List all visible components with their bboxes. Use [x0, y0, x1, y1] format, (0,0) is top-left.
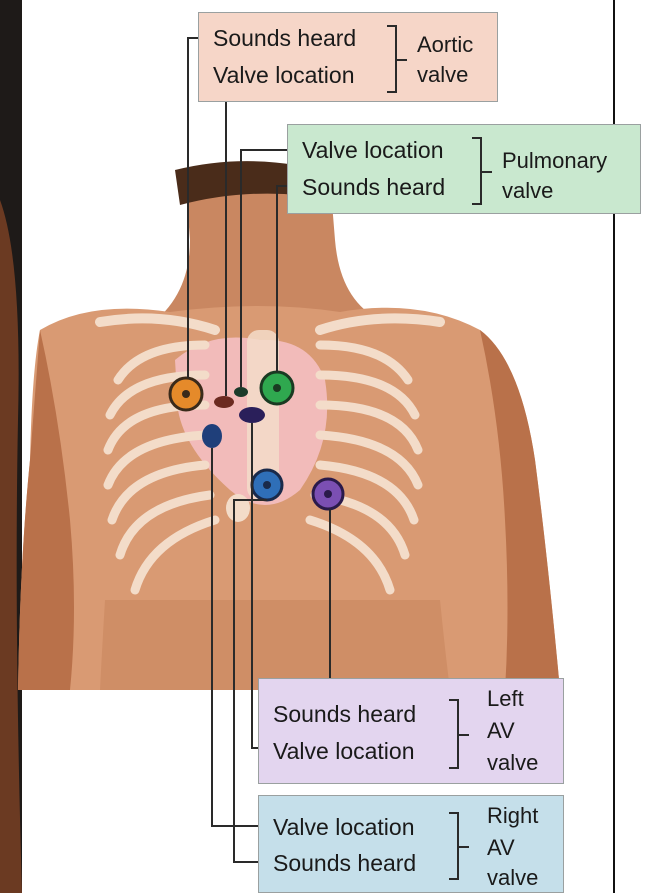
right-av-valve-name-line1: Right	[487, 802, 538, 830]
left-av-sounds-heard-label: Sounds heard	[273, 703, 416, 726]
pulmonary-valve-name-line2: valve	[502, 177, 553, 205]
left-av-valve-name-line1: Left	[487, 685, 524, 713]
aortic-valve-label-box: Sounds heard Valve location Aortic valve	[198, 12, 498, 102]
left-av-valve-name-line3: valve	[487, 749, 538, 777]
right-av-sounds-heard-label: Sounds heard	[273, 852, 416, 875]
right-av-valve-location-label: Valve location	[273, 816, 415, 839]
right-av-auscultation-icon	[252, 470, 282, 500]
aortic-valve-name-line2: valve	[417, 61, 468, 89]
pulmonary-auscultation-icon	[261, 372, 293, 404]
right-av-valve-name-line3: valve	[487, 864, 538, 892]
aortic-auscultation-icon	[170, 378, 202, 410]
left-av-inner-marker	[239, 407, 265, 423]
pulmonary-bracket	[472, 137, 482, 205]
abdomen	[100, 600, 450, 690]
right-av-bracket	[449, 812, 459, 880]
pulmonary-valve-label-box: Valve location Sounds heard Pulmonary va…	[287, 124, 641, 214]
xiphoid	[226, 494, 250, 522]
pulmonary-sounds-heard-label: Sounds heard	[302, 176, 445, 199]
aortic-valve-location-label: Valve location	[213, 64, 355, 87]
left-av-valve-location-label: Valve location	[273, 740, 415, 763]
left-av-bracket	[449, 699, 459, 769]
aortic-bracket	[387, 25, 397, 93]
right-av-valve-name-line2: AV	[487, 834, 515, 862]
left-av-auscultation-icon	[313, 479, 343, 509]
pulmonary-valve-location-label: Valve location	[302, 139, 444, 162]
left-av-valve-name-line2: AV	[487, 717, 515, 745]
pulmonary-inner-marker	[234, 387, 248, 397]
pulmonary-valve-name-line1: Pulmonary	[502, 147, 607, 175]
right-av-inner-marker	[202, 424, 222, 448]
right-av-valve-label-box: Valve location Sounds heard Right AV val…	[258, 795, 564, 893]
left-av-valve-label-box: Sounds heard Valve location Left AV valv…	[258, 678, 564, 784]
aortic-valve-name-line1: Aortic	[417, 31, 473, 59]
aortic-sounds-heard-label: Sounds heard	[213, 27, 356, 50]
aortic-inner-marker	[214, 396, 234, 408]
